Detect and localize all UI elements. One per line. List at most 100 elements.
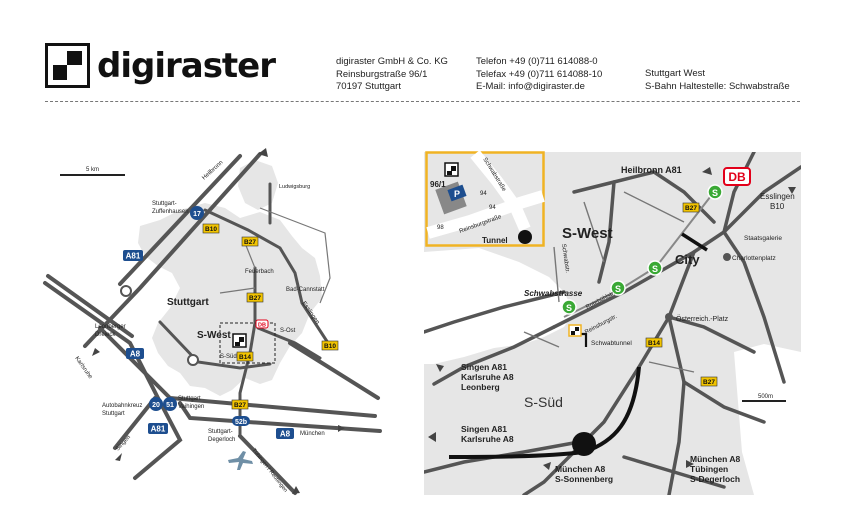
exit-17-shield: 17 (190, 206, 204, 220)
fax-number: Telefax +49 (0)711 614088-10 (476, 68, 603, 80)
detail-shield-b27-top: B27 (682, 202, 700, 213)
svg-text:B10: B10 (324, 343, 336, 350)
federal-shield-b27-mid: B27 (246, 292, 264, 303)
label-schwabstr-vertical: Schwabstr. (560, 243, 570, 273)
sbahn-station-stadtmitte-icon: S (647, 260, 663, 276)
digiraster-location-icon (232, 333, 247, 348)
svg-text:DB: DB (258, 323, 266, 329)
inset-parking (447, 184, 467, 202)
phone-number: Telefon +49 (0)711 614088-0 (476, 56, 598, 67)
interchange-leonberg (120, 285, 132, 297)
label-feuerbach: Feuerbach (245, 269, 274, 275)
exit-52b-shield: 52b (232, 416, 250, 426)
federal-shield-b10-right: B10 (321, 340, 339, 351)
label-s-west: S-West (197, 330, 231, 341)
label-muenchen: München (300, 431, 325, 437)
label-zuffenhausen: Stuttgart-Zuffenhausen (152, 201, 189, 215)
label-degerloch: Stuttgart-Degerloch (208, 429, 235, 443)
inset-map: P 96/1 Schwabstraße Reinsburgstraße 94 9… (425, 151, 545, 247)
detail-shield-b14: B14 (645, 337, 663, 348)
sbahn-line (563, 191, 715, 318)
svg-text:B27: B27 (703, 379, 715, 386)
label-oesterreich-platz: Österreich.-Platz (676, 315, 729, 323)
db-hauptbahnhof-icon: DB (723, 167, 751, 186)
svg-text:S: S (652, 264, 658, 274)
urban-area-north (238, 160, 278, 210)
minor-roads (219, 207, 331, 304)
inset-parking-label: P (454, 189, 460, 199)
label-schwabtunnel: Schwabtunnel (591, 340, 632, 347)
header: digiraster digiraster GmbH & Co. KG Rein… (0, 0, 846, 100)
svg-text:DB: DB (728, 170, 746, 184)
inset-number-98: 98 (437, 225, 444, 231)
svg-text:52b: 52b (235, 419, 247, 426)
label-city: City (675, 252, 700, 267)
sbahn-station-hauptbahnhof-icon: S (707, 184, 723, 200)
tunnel-node (572, 432, 596, 456)
overview-map: 5 km A81 (43, 148, 382, 495)
inset-tunnel-label: Tunnel (482, 236, 508, 245)
company-street: Reinsburgstraße 96/1 (336, 68, 428, 80)
detail-scale-label: 500m (758, 394, 773, 400)
svg-text:B27: B27 (234, 402, 246, 409)
svg-text:A8: A8 (280, 430, 291, 439)
label-bad-cannstatt: Bad-Cannstatt (286, 287, 325, 293)
svg-text:B27: B27 (685, 205, 697, 212)
inset-tunnel-icon (518, 230, 532, 244)
inset-schwabstrasse-road (470, 151, 531, 232)
label-tuebingen: Tübingen / Reutlingen (250, 448, 288, 494)
svg-text:B27: B27 (249, 295, 261, 302)
motorway-shield-a81-top: A81 (123, 250, 143, 261)
svg-text:B14: B14 (239, 354, 251, 361)
label-s-sued: S-Süd (220, 354, 237, 360)
detail-shield-b27-bottom: B27 (700, 376, 718, 387)
federal-shield-b14: B14 (236, 351, 254, 362)
airport-icon (228, 451, 253, 470)
inset-location-icon (444, 162, 459, 177)
transit-info: Stuttgart West S-Bahn Haltestelle: Schwa… (645, 68, 790, 93)
node-charlottenplatz (723, 253, 731, 261)
inset-address-label: 96/1 (430, 180, 446, 189)
exit-20-shield: 20 (149, 397, 163, 411)
label-ludwigsburg: Ludwigsburg (279, 184, 310, 190)
company-name: digiraster GmbH & Co. KG (336, 56, 448, 67)
label-heilbronn-a81: Heilbronn A81 (621, 165, 682, 175)
svg-text:A81: A81 (151, 425, 166, 434)
federal-shield-b27-top: B27 (241, 236, 259, 247)
svg-text:B14: B14 (648, 340, 660, 347)
detail-minor-roads (523, 191, 695, 373)
svg-text:S: S (566, 303, 572, 313)
header-divider (45, 101, 800, 102)
detail-map: S S S S DB B27 B14 B27 (424, 152, 801, 495)
svg-text:A81: A81 (126, 252, 141, 261)
company-contact: Telefon +49 (0)711 614088-0 Telefax +49 … (476, 56, 602, 94)
scale-label: 5 km (86, 167, 99, 173)
inset-number-94-top: 94 (480, 191, 487, 197)
district: Stuttgart West (645, 68, 706, 79)
city-frame (219, 322, 276, 364)
label-schwabstrasse: Schwabstrasse (524, 289, 583, 298)
label-karlsruhe: Karlsruhe (73, 356, 93, 381)
tunnel-city (681, 232, 708, 252)
sbahn-station-schwabstrasse-icon: S (561, 299, 577, 315)
email-address[interactable]: E-Mail: info@digiraster.de (476, 81, 585, 92)
direction-arrows (92, 148, 345, 494)
motorway-shield-a81-bottom: A81 (148, 423, 168, 434)
svg-text:51: 51 (166, 402, 174, 409)
exit-51-shield: 51 (163, 397, 177, 411)
label-stuttgart: Stuttgart (167, 297, 209, 308)
node-oesterreich (665, 313, 673, 321)
logo-wordmark: digiraster (97, 46, 276, 86)
motorway-shield-a8-left: A8 (126, 348, 144, 359)
svg-text:B27: B27 (244, 239, 256, 246)
digiraster-detail-location-icon (568, 324, 582, 337)
db-station-shield: DB (255, 319, 269, 329)
federal-shield-b27-bottom: B27 (231, 399, 249, 410)
svg-text:S: S (712, 188, 718, 198)
